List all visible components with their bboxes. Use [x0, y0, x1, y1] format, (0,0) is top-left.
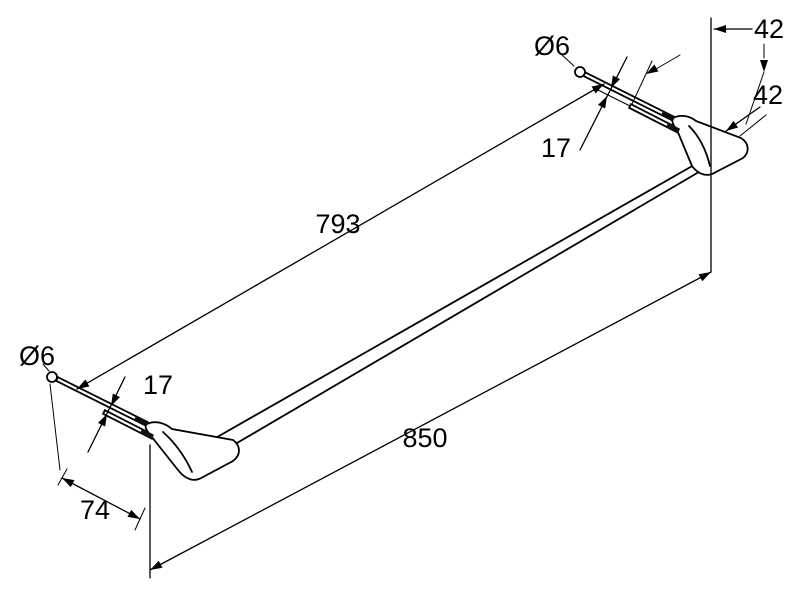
screw-head: [46, 371, 58, 383]
wall-bracket-upper: [671, 114, 749, 176]
thread-mark: [660, 110, 676, 122]
dim-label-74: 74: [80, 495, 110, 525]
leader-line: [560, 53, 575, 67]
extension-tick: [57, 468, 68, 486]
arrowhead: [714, 25, 726, 33]
leader-line: [42, 363, 50, 372]
bar-top-edge: [211, 160, 702, 441]
arrowhead: [591, 84, 604, 94]
dim-793: 793: [76, 83, 605, 390]
dim-label-dia6-upper: Ø6: [534, 31, 570, 61]
dim-42-side: 42: [725, 43, 783, 137]
screw-rod-cap: [102, 409, 106, 415]
dim-label-793: 793: [315, 209, 360, 239]
towel-bar: [211, 160, 705, 454]
dim-line: [61, 477, 141, 520]
screw-rod: [584, 71, 676, 119]
dia-6-lower: Ø6: [19, 341, 55, 372]
bracket-edge: [688, 125, 711, 167]
arrowhead: [611, 75, 620, 88]
arrowhead: [698, 272, 711, 282]
screw-thread-marks: [133, 110, 681, 440]
arrowhead: [127, 509, 140, 519]
dimensions: 793 850 74 17: [19, 14, 784, 579]
arrowhead: [760, 60, 768, 72]
extension-line: [739, 114, 767, 137]
arrowhead: [598, 96, 607, 109]
arrowhead: [77, 379, 90, 389]
arrowhead: [111, 393, 120, 406]
arrowhead: [98, 414, 107, 427]
arrowhead: [150, 560, 163, 570]
extension-line: [597, 89, 631, 107]
dim-label-850: 850: [402, 423, 447, 453]
dim-label-dia6-lower: Ø6: [19, 341, 55, 371]
dim-line: [149, 271, 712, 571]
wall-bracket-lower: [144, 421, 240, 481]
thread-mark: [133, 415, 149, 427]
arrowhead: [646, 64, 659, 74]
bar-bottom-edge: [219, 168, 705, 454]
dim-850: 850: [149, 271, 712, 571]
extension-line: [49, 383, 61, 471]
dia-6-upper: Ø6: [534, 31, 575, 67]
dim-tail: [655, 54, 681, 70]
dim-17-upper: 17: [541, 56, 631, 163]
arrowhead: [726, 120, 739, 131]
screw-head: [574, 66, 586, 78]
dim-label-42-top: 42: [754, 14, 784, 44]
thread-mark: [139, 428, 155, 440]
dim-line: [76, 83, 605, 390]
screw-rod: [582, 74, 674, 122]
dim-label-42-side: 42: [753, 80, 783, 110]
dim-42-top: 42: [631, 14, 784, 105]
wall-screws-upper: [574, 66, 681, 134]
dim-74: 74: [49, 383, 146, 531]
wall-screws-lower: [46, 371, 155, 440]
dim-label-17-lower: 17: [143, 370, 173, 400]
arrowhead: [62, 478, 75, 488]
extension-lines: [149, 17, 712, 579]
dim-17-lower: 17: [87, 370, 173, 453]
screw-rod: [55, 379, 148, 427]
bracket-edge: [162, 431, 193, 473]
screw-rod: [57, 376, 149, 424]
dim-label-17-upper: 17: [541, 133, 571, 163]
extension-line: [631, 60, 653, 105]
thread-mark: [665, 122, 681, 134]
towel-rail-drawing: [46, 66, 749, 481]
